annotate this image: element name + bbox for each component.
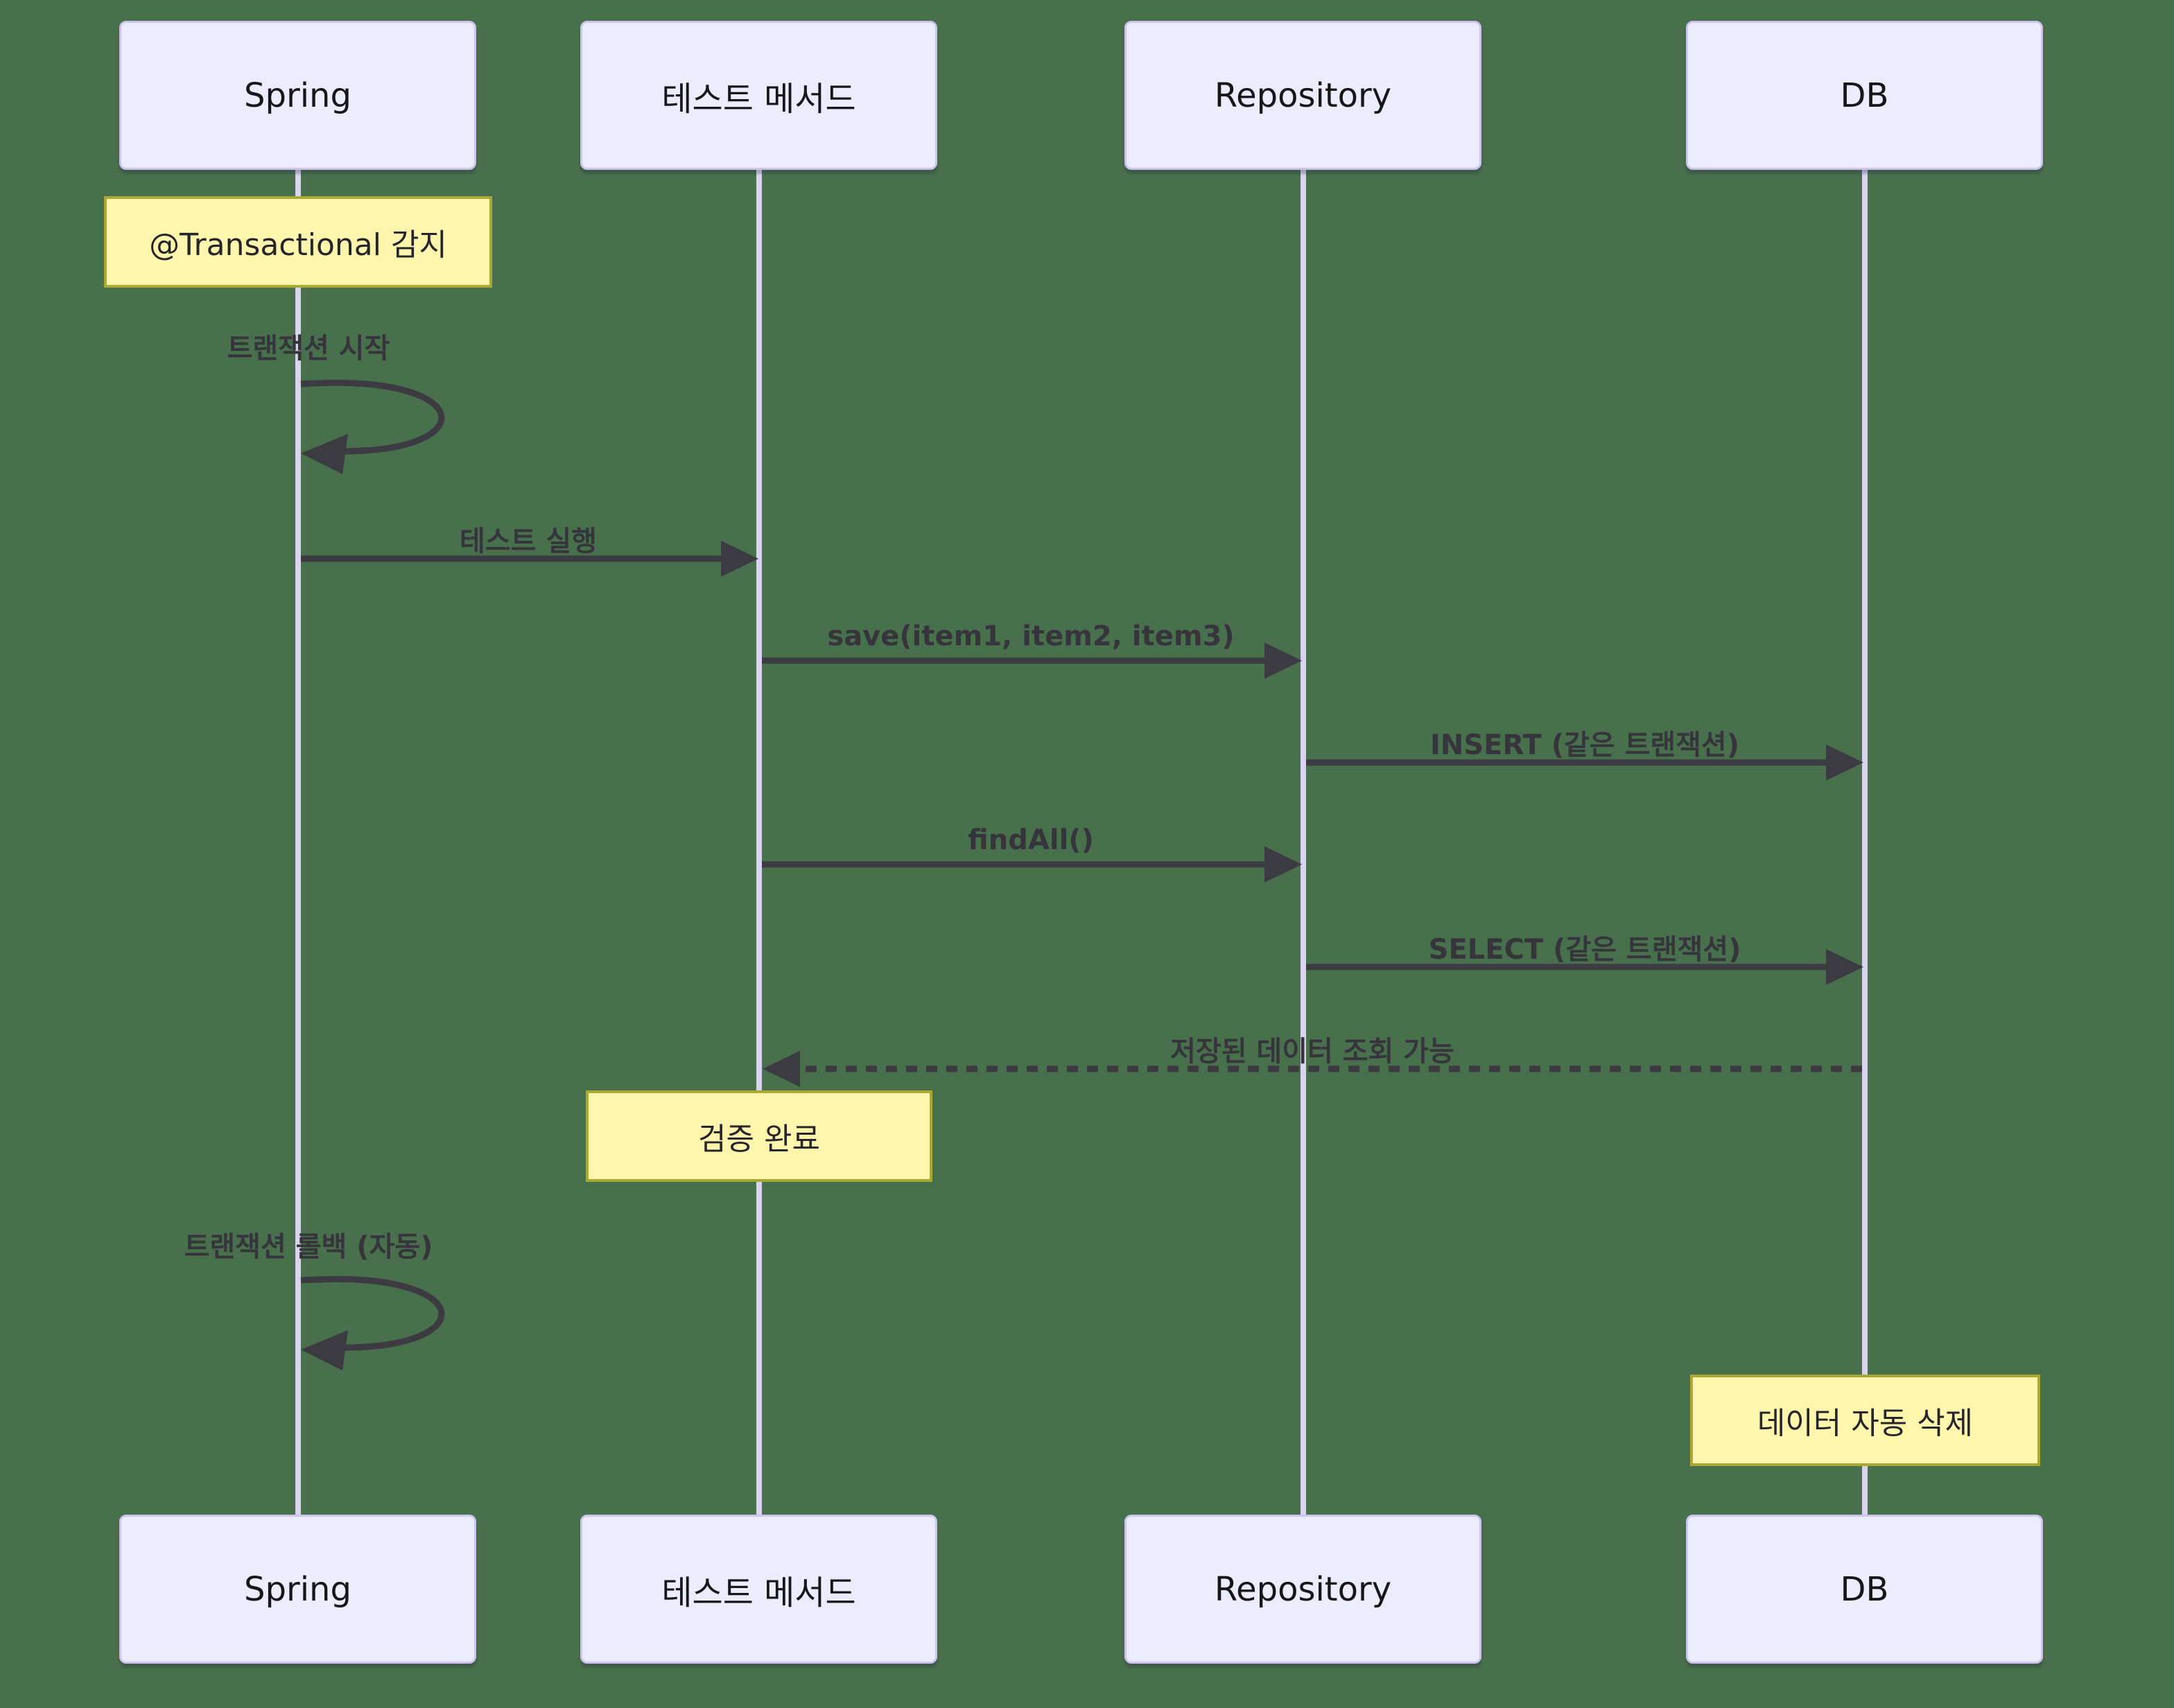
participant-top-repository: Repository [1124, 21, 1481, 170]
participant-label: 테스트 메서드 [661, 79, 856, 119]
arrow-findall [762, 846, 1302, 882]
note-text: 검증 완료 [698, 1122, 820, 1157]
self-loop-transaction-rollback [300, 1275, 445, 1370]
participant-label: 테스트 메서드 [661, 1573, 856, 1612]
message-label-saved-data-query: 저장된 데이터 조회 가능 [1170, 1036, 1454, 1068]
note-transactional-detect: @Transactional 감지 [104, 196, 492, 288]
message-label-findall: findAll() [968, 824, 1094, 856]
message-label-test-run: 테스트 실행 [460, 525, 597, 557]
arrow-test-run [301, 541, 758, 577]
arrow-select [1306, 949, 1863, 985]
participant-label: Spring [244, 1569, 351, 1609]
note-text: 데이터 자동 삭제 [1757, 1406, 1974, 1441]
participant-bottom-test-method: 테스트 메서드 [580, 1515, 937, 1664]
self-loop-transaction-start [300, 379, 445, 474]
participant-label: Repository [1214, 76, 1392, 115]
message-label-insert: INSERT (같은 트랜잭션) [1430, 729, 1739, 761]
participant-label: Repository [1214, 1569, 1392, 1609]
participant-label: DB [1840, 1569, 1889, 1609]
arrow-insert [1306, 744, 1863, 781]
participant-label: Spring [244, 76, 351, 115]
participant-label: DB [1840, 76, 1889, 115]
message-label-select: SELECT (같은 트랜잭션) [1428, 934, 1741, 966]
participant-bottom-db: DB [1686, 1515, 2043, 1664]
participant-top-db: DB [1686, 21, 2043, 170]
note-verify-done: 검증 완료 [586, 1090, 932, 1182]
participant-top-spring: Spring [119, 21, 476, 170]
arrow-return-dashed [763, 1051, 1862, 1087]
message-label-transaction-start: 트랜잭션 시작 [227, 333, 390, 365]
message-label-save: save(item1, item2, item3) [827, 620, 1235, 652]
arrow-save [762, 643, 1302, 679]
note-auto-delete: 데이터 자동 삭제 [1690, 1375, 2040, 1466]
participant-top-test-method: 테스트 메서드 [580, 21, 937, 170]
participant-bottom-repository: Repository [1124, 1515, 1481, 1664]
note-text: @Transactional 감지 [149, 227, 447, 263]
message-label-transaction-rollback: 트랜잭션 롤백 (자동) [184, 1231, 433, 1263]
participant-bottom-spring: Spring [119, 1515, 476, 1664]
